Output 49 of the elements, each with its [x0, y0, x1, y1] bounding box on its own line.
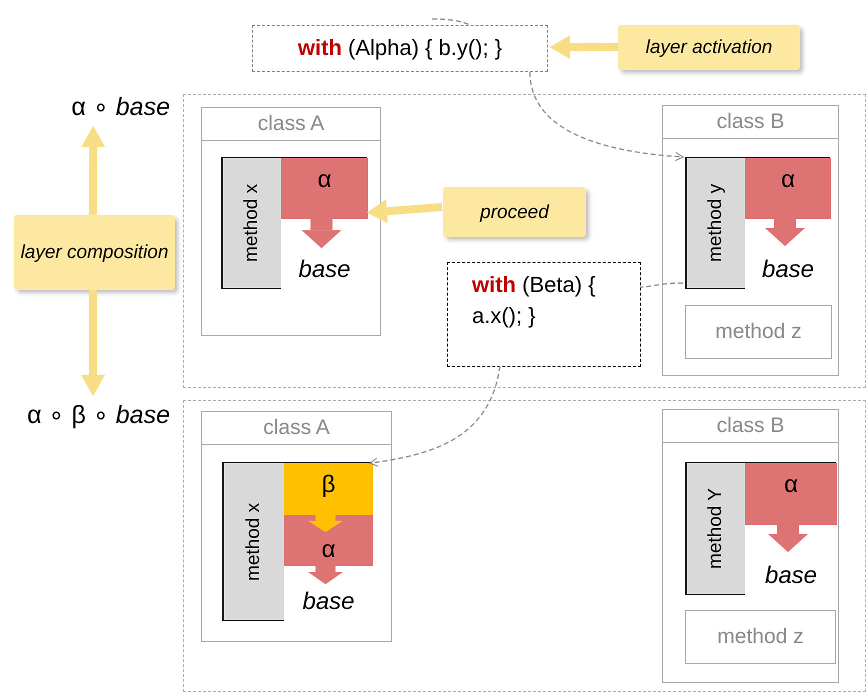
- arrow: [369, 366, 501, 467]
- layer-cell: α: [281, 158, 368, 219]
- method-box: [221, 157, 367, 289]
- callout-box: proceed: [443, 187, 586, 237]
- class-title: class A: [202, 412, 391, 445]
- class-box: [201, 411, 392, 642]
- block-arrow: [308, 563, 343, 584]
- formula-label: α ∘ base: [40, 90, 170, 124]
- class-title: class B: [663, 106, 838, 139]
- layer-cell: α: [745, 463, 837, 525]
- callout-arrow: [550, 35, 618, 59]
- layer-cell: base: [745, 525, 837, 596]
- method-box: [685, 157, 830, 289]
- connector-line: [432, 18, 470, 26]
- method-label: method x: [223, 463, 284, 620]
- code-box: with (Alpha) { b.y(); }: [252, 25, 548, 72]
- method-box: [685, 462, 836, 595]
- callout-box: layer composition: [14, 215, 175, 290]
- layer-cell: β: [284, 463, 373, 515]
- callout-arrow: [81, 126, 106, 216]
- class-box: [201, 107, 381, 336]
- layer-cell: α: [284, 515, 373, 566]
- block-arrow: [302, 216, 342, 248]
- block-arrow: [765, 216, 805, 246]
- layer-cell: base: [284, 566, 373, 622]
- connector-line: [640, 282, 683, 288]
- layer-cell: α: [745, 158, 831, 219]
- method-label: method x: [222, 158, 281, 288]
- callout-box: layer activation: [618, 25, 800, 70]
- layer-cell: base: [745, 219, 831, 290]
- method-label: method Y: [686, 463, 745, 594]
- callout-arrow: [366, 199, 442, 224]
- class-box: [662, 105, 839, 376]
- class-title: class B: [663, 410, 838, 443]
- block-arrow: [768, 522, 808, 552]
- formula-label: α ∘ β ∘ base: [10, 398, 170, 432]
- arrow: [529, 72, 684, 161]
- group-band: [183, 94, 866, 388]
- block-arrow: [308, 512, 343, 532]
- layer-cell: base: [281, 219, 368, 290]
- code-box: with (Beta) { a.x(); }: [447, 262, 641, 367]
- method-label: method y: [686, 158, 745, 288]
- method-box: [222, 462, 372, 621]
- callout-arrow: [81, 290, 105, 396]
- method-box: method z: [685, 305, 832, 359]
- class-title: class A: [202, 108, 380, 141]
- method-box: method z: [685, 610, 836, 664]
- group-band: [183, 400, 866, 692]
- class-box: [662, 409, 839, 683]
